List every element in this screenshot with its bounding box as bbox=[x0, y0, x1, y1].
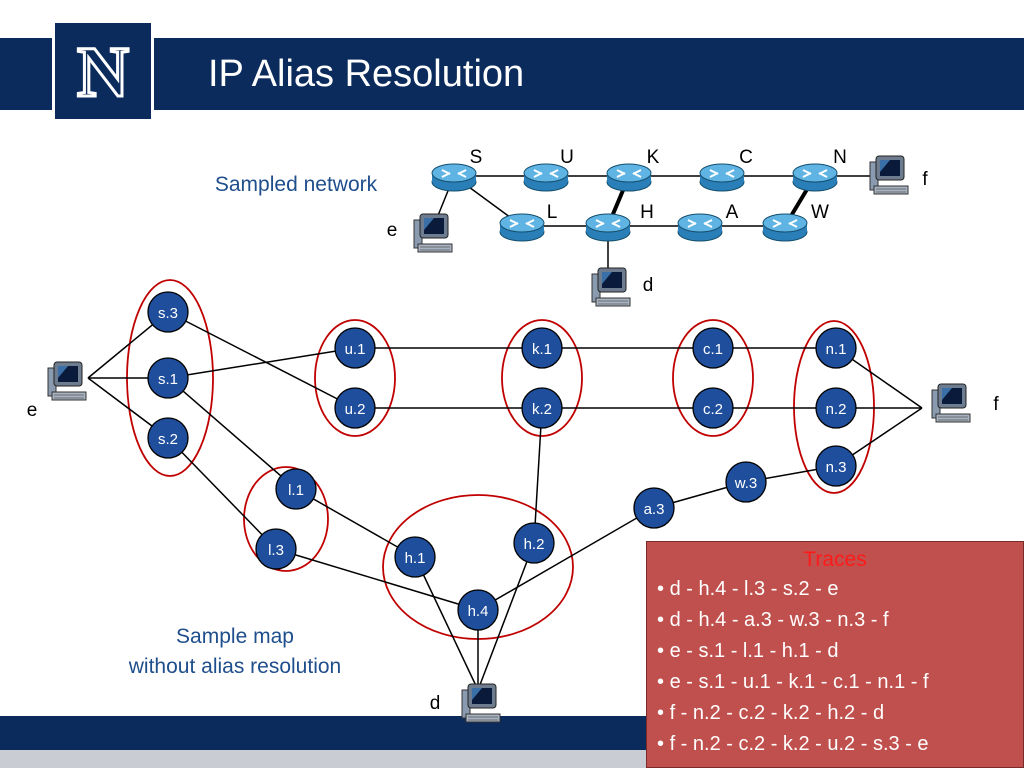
traces-title: Traces bbox=[803, 548, 867, 571]
router-label-c: C bbox=[739, 147, 753, 168]
svg-text:k.2: k.2 bbox=[532, 401, 552, 418]
computer-icon bbox=[461, 683, 501, 723]
svg-text:u.2: u.2 bbox=[345, 401, 366, 418]
interface-nodes: s.3 s.1 s.2 u.1 u.2 k.1 k.2 c.1 c.2 n.1 … bbox=[147, 291, 857, 631]
svg-text:h.1: h.1 bbox=[405, 550, 426, 567]
svg-text:n.1: n.1 bbox=[826, 341, 847, 358]
interface-node: s.2 bbox=[147, 417, 189, 459]
svg-text:N: N bbox=[77, 36, 129, 106]
interface-node: u.1 bbox=[334, 327, 376, 369]
sample-map: s.3 s.1 s.2 u.1 u.2 k.1 k.2 c.1 c.2 n.1 … bbox=[27, 279, 999, 723]
router-label-u: U bbox=[560, 147, 574, 168]
computer-icon bbox=[413, 213, 453, 253]
map-host-label-e: e bbox=[27, 400, 38, 421]
router-label-k: K bbox=[647, 147, 660, 168]
sampled-network: S U K C N L H A W e d f Sampled network bbox=[215, 147, 928, 307]
router-label-n: N bbox=[833, 147, 847, 168]
interface-node: n.3 bbox=[815, 445, 857, 487]
interface-node: k.2 bbox=[521, 387, 563, 429]
router-label-s: S bbox=[470, 147, 483, 168]
svg-text:n.2: n.2 bbox=[826, 401, 847, 418]
svg-text:l.3: l.3 bbox=[268, 542, 284, 559]
trace-item: e - s.1 - u.1 - k.1 - c.1 - n.1 - f bbox=[657, 667, 1013, 698]
host-label-d: d bbox=[643, 275, 654, 296]
interface-node: s.3 bbox=[147, 291, 189, 333]
map-host-label-f: f bbox=[993, 394, 999, 415]
interface-node: a.3 bbox=[633, 487, 675, 529]
interface-node: w.3 bbox=[725, 461, 767, 503]
interface-node: l.3 bbox=[255, 528, 297, 570]
svg-text:s.1: s.1 bbox=[158, 371, 178, 388]
router-icon bbox=[677, 213, 723, 242]
svg-text:s.3: s.3 bbox=[158, 305, 178, 322]
svg-text:k.1: k.1 bbox=[532, 341, 552, 358]
interface-node: h.2 bbox=[513, 522, 555, 564]
svg-text:c.2: c.2 bbox=[703, 401, 723, 418]
interface-node: l.1 bbox=[275, 468, 317, 510]
svg-text:c.1: c.1 bbox=[703, 341, 723, 358]
interface-node: h.1 bbox=[394, 536, 436, 578]
svg-text:u.1: u.1 bbox=[345, 341, 366, 358]
interface-node: n.2 bbox=[815, 387, 857, 429]
svg-text:s.2: s.2 bbox=[158, 431, 178, 448]
router-label-w: W bbox=[811, 202, 829, 223]
map-host-label-d: d bbox=[430, 693, 441, 714]
svg-text:l.1: l.1 bbox=[288, 482, 304, 499]
header-band bbox=[0, 38, 1024, 110]
trace-item: e - s.1 - l.1 - h.1 - d bbox=[657, 636, 1013, 667]
trace-item: f - n.2 - c.2 - k.2 - u.2 - s.3 - e bbox=[657, 729, 1013, 760]
university-logo: N bbox=[52, 20, 154, 122]
router-label-a: A bbox=[726, 202, 739, 223]
slide-title: IP Alias Resolution bbox=[208, 53, 525, 95]
svg-text:a.3: a.3 bbox=[644, 501, 665, 518]
router-icon bbox=[762, 213, 808, 242]
interface-node: u.2 bbox=[334, 387, 376, 429]
svg-text:h.4: h.4 bbox=[468, 603, 489, 620]
interface-node: k.1 bbox=[521, 327, 563, 369]
interface-node: c.1 bbox=[692, 327, 734, 369]
svg-text:w.3: w.3 bbox=[734, 475, 758, 492]
computer-icon bbox=[931, 383, 971, 423]
sampled-network-label: Sampled network bbox=[215, 173, 378, 196]
trace-item: d - h.4 - a.3 - w.3 - n.3 - f bbox=[657, 605, 1013, 636]
router-icon bbox=[792, 163, 838, 192]
interface-node: s.1 bbox=[147, 357, 189, 399]
interface-node: h.4 bbox=[457, 589, 499, 631]
router-label-l: L bbox=[547, 202, 558, 223]
router-label-h: H bbox=[640, 202, 654, 223]
router-icon bbox=[499, 213, 545, 242]
host-label-f: f bbox=[922, 169, 928, 190]
n-logo-icon: N bbox=[76, 36, 131, 106]
svg-text:h.2: h.2 bbox=[524, 536, 545, 553]
svg-text:n.3: n.3 bbox=[826, 459, 847, 476]
sample-map-sublabel: without alias resolution bbox=[128, 655, 341, 678]
router-icon bbox=[585, 213, 631, 242]
trace-item: d - h.4 - l.3 - s.2 - e bbox=[657, 574, 1013, 605]
router-icon bbox=[606, 163, 652, 192]
router-icon bbox=[699, 163, 745, 192]
trace-item: f - n.2 - c.2 - k.2 - h.2 - d bbox=[657, 698, 1013, 729]
sample-map-label: Sample map bbox=[176, 625, 294, 648]
router-icon bbox=[431, 163, 477, 192]
traces-list: d - h.4 - l.3 - s.2 - e d - h.4 - a.3 - … bbox=[657, 574, 1013, 760]
computer-icon bbox=[591, 267, 631, 307]
interface-node: c.2 bbox=[692, 387, 734, 429]
computer-icon bbox=[47, 361, 87, 401]
computer-icon bbox=[869, 155, 909, 195]
router-icon bbox=[523, 163, 569, 192]
traces-box: Traces d - h.4 - l.3 - s.2 - e d - h.4 -… bbox=[646, 541, 1024, 768]
interface-node: n.1 bbox=[815, 327, 857, 369]
host-label-e: e bbox=[387, 220, 398, 241]
